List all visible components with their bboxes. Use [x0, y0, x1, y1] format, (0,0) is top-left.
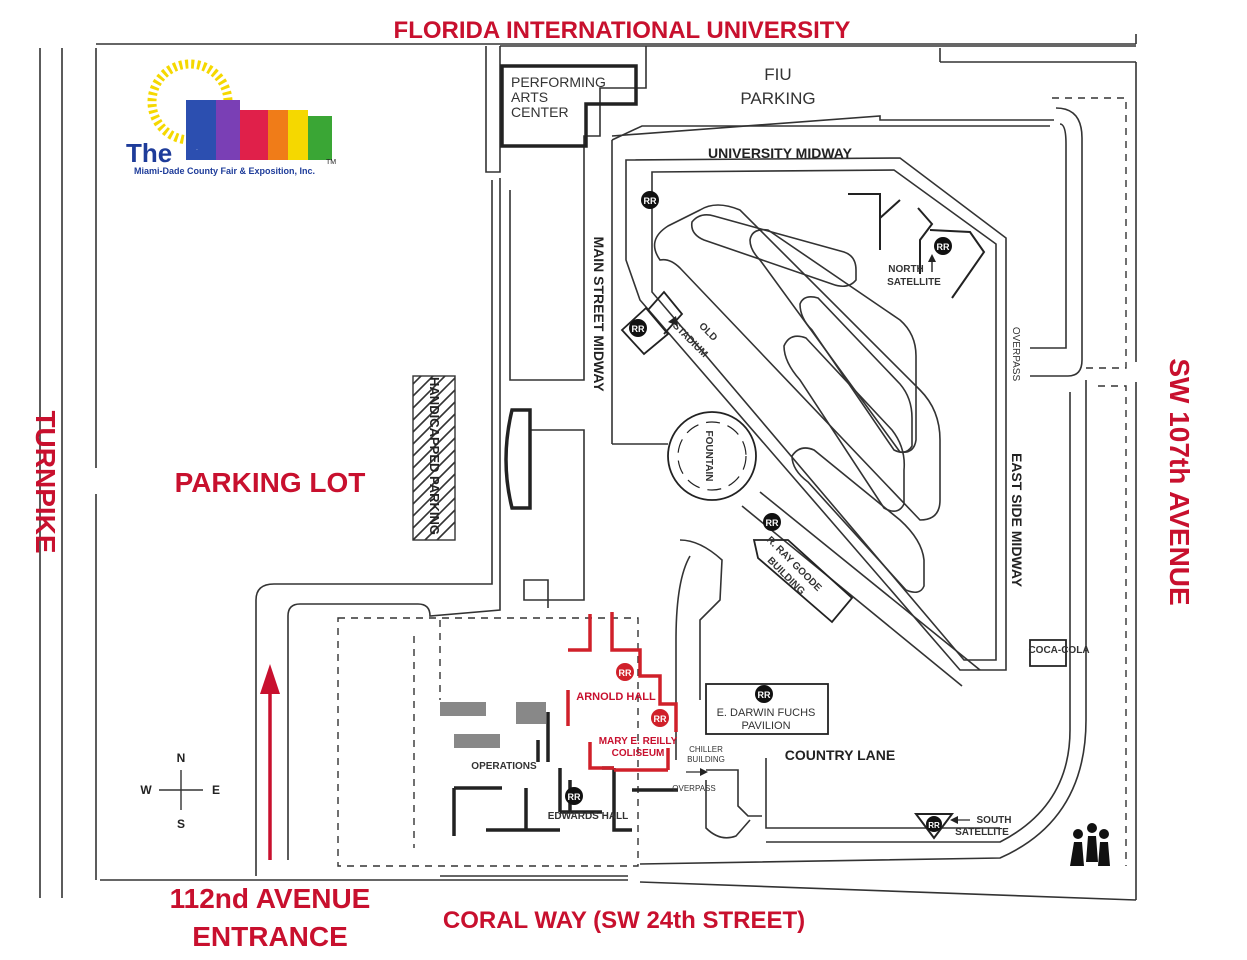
chiller-building-label-2: BUILDING: [687, 755, 725, 764]
pac-label-1: PERFORMING: [511, 74, 606, 90]
north-street-label: FLORIDA INTERNATIONAL UNIVERSITY: [394, 17, 851, 44]
north-satellite-label-1: NORTH: [888, 264, 924, 275]
restroom-markers: RR RR RR RR RR RR RR RR RR: [565, 191, 952, 832]
restroom-icon[interactable]: RR: [565, 787, 583, 805]
arnold-hall-label: ARNOLD HALL: [576, 691, 656, 703]
compass-rose-icon: N S E W: [140, 751, 220, 831]
fiu-parking-label-2: PARKING: [740, 89, 815, 108]
restroom-icon[interactable]: RR: [616, 663, 634, 681]
main-street-midway-label: MAIN STREET MIDWAY: [591, 236, 607, 392]
operations-label: OPERATIONS: [471, 761, 537, 772]
university-midway-label: UNIVERSITY MIDWAY: [708, 145, 853, 161]
fair-logo: The Fair TM Miami-Dade County Fair & Exp…: [126, 59, 336, 176]
east-side-midway-label: EAST SIDE MIDWAY: [1009, 453, 1025, 588]
logo-the-text: The: [126, 138, 172, 168]
chiller-arrow-icon: [686, 768, 708, 776]
south-street-label: CORAL WAY (SW 24th STREET): [443, 907, 805, 934]
svg-text:RR: RR: [766, 518, 779, 528]
south-satellite-label-2: SATELLITE: [955, 827, 1009, 838]
fiu-parking-label: FIU: [764, 65, 791, 84]
restroom-icon[interactable]: RR: [641, 191, 659, 209]
arnold-hall-outline: [566, 612, 678, 772]
country-lane-label: COUNTRY LANE: [785, 747, 895, 763]
svg-text:RR: RR: [928, 821, 940, 830]
handicapped-parking-label: HANDICAPPED PARKING: [427, 377, 442, 535]
restroom-icon[interactable]: RR: [629, 319, 647, 337]
north-satellite-label-2: SATELLITE: [887, 277, 941, 288]
svg-text:RR: RR: [654, 714, 667, 724]
old-stadium-arrow-icon: [668, 316, 678, 326]
pac-label-2: ARTS: [511, 89, 548, 105]
coca-cola-label: COCA-COLA: [1028, 645, 1089, 656]
restroom-icon[interactable]: RR: [651, 709, 669, 727]
svg-text:RR: RR: [619, 668, 632, 678]
restroom-icon[interactable]: RR: [755, 685, 773, 703]
svg-text:S: S: [177, 817, 185, 831]
svg-text:RR: RR: [937, 242, 950, 252]
south-satellite-arrow-icon: [950, 816, 970, 824]
logo-trademark: TM: [326, 159, 336, 166]
parking-lot-label: PARKING LOT: [175, 467, 366, 498]
svg-text:N: N: [177, 751, 186, 765]
fuchs-pavilion-label-2: PAVILION: [741, 720, 790, 732]
north-satellite-arrow-icon: [928, 254, 936, 272]
road-network: [39, 34, 1137, 901]
fountain-label: FOUNTAIN: [703, 431, 714, 482]
logo-tagline: Miami-Dade County Fair & Exposition, Inc…: [134, 166, 315, 176]
svg-text:RR: RR: [758, 690, 771, 700]
edwards-hall-label: EDWARDS HALL: [548, 811, 629, 822]
entrance-arrow-icon: [260, 664, 280, 860]
overpass-south-label: OVERPASS: [672, 784, 715, 793]
restroom-icon[interactable]: RR: [763, 513, 781, 531]
restroom-icon[interactable]: RR: [934, 237, 952, 255]
fuchs-pavilion-outline: [705, 683, 829, 735]
fuchs-pavilion-label-1: E. DARWIN FUCHS: [717, 707, 816, 719]
east-street-label: SW 107th AVENUE: [1164, 358, 1195, 605]
reilly-coliseum-label-1: MARY E. REILLY: [599, 736, 678, 747]
family-people-icon: [1070, 823, 1110, 866]
entrance-label-line1: 112nd AVENUE: [170, 883, 371, 914]
chiller-building-label-1: CHILLER: [689, 745, 723, 754]
svg-text:RR: RR: [644, 196, 657, 206]
reilly-coliseum-label-2: COLISEUM: [612, 748, 665, 759]
pac-label-3: CENTER: [511, 104, 569, 120]
south-satellite-label-1: SOUTH: [977, 815, 1012, 826]
overpass-east-label: OVERPASS: [1010, 327, 1021, 382]
svg-text:RR: RR: [632, 324, 645, 334]
bridge-structure: [504, 408, 532, 510]
svg-text:W: W: [140, 783, 152, 797]
old-stadium-label-1: OLD: [696, 321, 719, 344]
entrance-label-line2: ENTRANCE: [192, 921, 348, 952]
svg-text:E: E: [212, 783, 220, 797]
restroom-icon[interactable]: RR: [926, 816, 942, 832]
west-street-label: TURNPIKE: [30, 410, 61, 553]
logo-fair-text: Fair: [196, 149, 198, 151]
svg-text:RR: RR: [568, 792, 581, 802]
performing-arts-center-outline: [500, 64, 638, 148]
